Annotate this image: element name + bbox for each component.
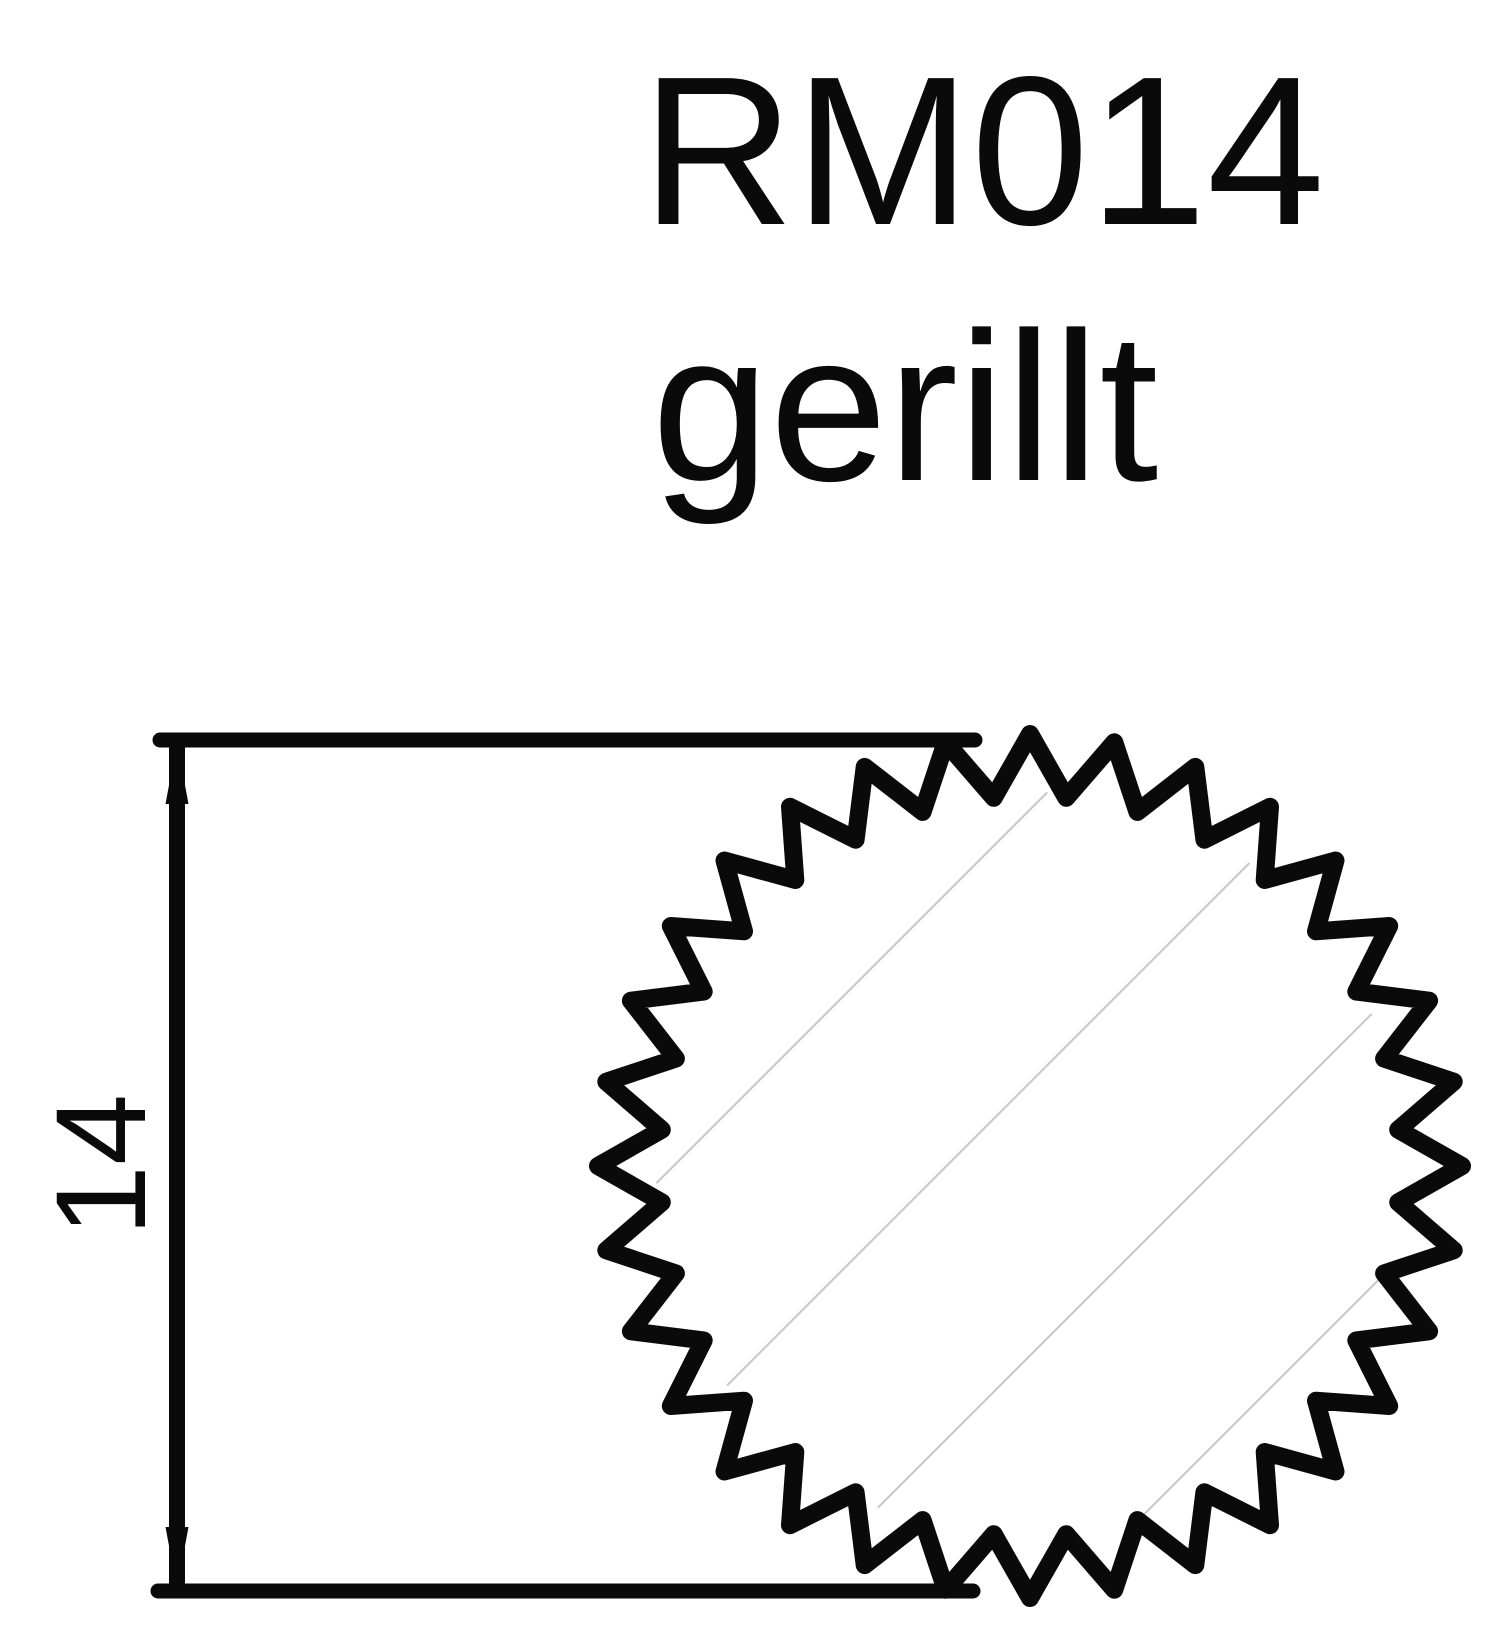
hatch-line (655, 791, 1048, 1184)
hatch-line (726, 862, 1251, 1387)
dimension-arrow-up (165, 742, 189, 804)
knurl-outline (589, 725, 1471, 1607)
part-description-subtitle: gerillt (651, 288, 1159, 525)
hatch-line (1132, 1268, 1391, 1527)
part-number-title: RM014 (641, 32, 1325, 269)
dimension-value-label: 14 (30, 1093, 173, 1237)
hatch-line (877, 1013, 1373, 1509)
dimension-arrow-down (165, 1527, 189, 1589)
